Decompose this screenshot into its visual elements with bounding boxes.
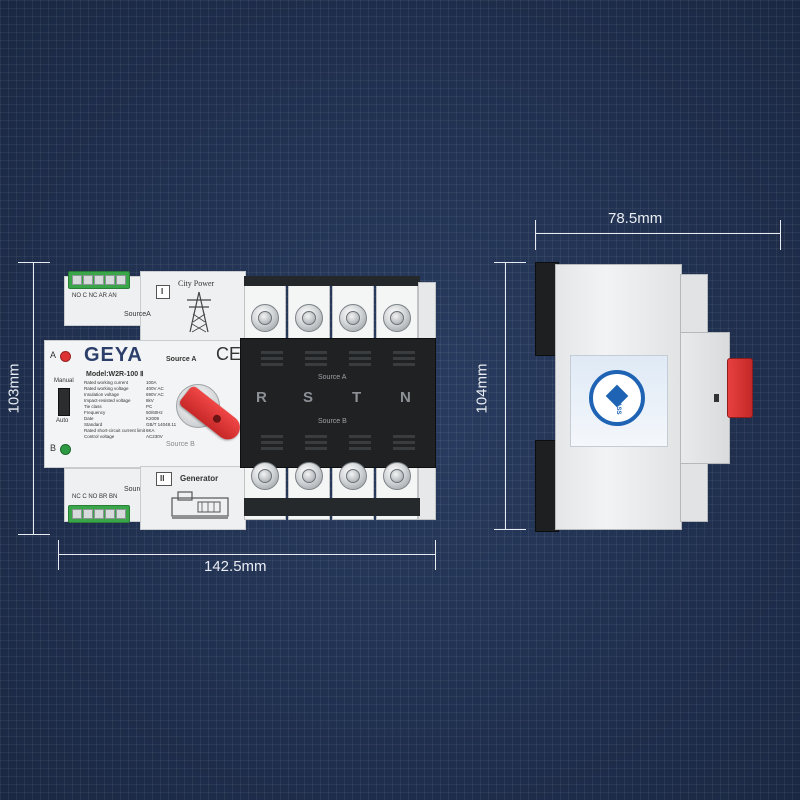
source-b-label: SourceB [124, 486, 151, 493]
terminal-cover [240, 338, 436, 468]
roman-two-box: II [156, 472, 172, 486]
side-height-label: 104mm [473, 363, 491, 414]
top-bolt-t [339, 304, 367, 332]
source-a-label: SourceA [124, 311, 151, 318]
phase-r-label: R [256, 389, 267, 406]
ce-mark: CE [216, 344, 242, 364]
phase-t-label: T [352, 389, 362, 406]
city-power-label: City Power [178, 279, 215, 288]
side-depth-label: 78.5mm [608, 210, 663, 227]
side-upper-step [680, 274, 708, 336]
bottom-bolt-t [339, 462, 367, 490]
cover-source-b-label: Source B [318, 418, 347, 425]
side-lower-step [680, 460, 708, 522]
spec-table: Rated working current Rated working volt… [84, 380, 177, 439]
generator-icon [171, 491, 229, 519]
bottom-bolt-s [295, 462, 323, 490]
indicator-b-led [60, 444, 71, 455]
bottom-terminal-block [68, 505, 130, 523]
indicator-a-led [60, 351, 71, 362]
front-height-label: 103mm [5, 363, 23, 414]
top-terminal-block [68, 271, 130, 289]
top-bolt-s [295, 304, 323, 332]
side-front-face [680, 332, 730, 464]
top-bolt-r [251, 304, 279, 332]
bottom-bolt-r [251, 462, 279, 490]
cover-source-a-label: Source A [318, 374, 347, 381]
top-terminal-labels: NO C NC AR AN [72, 293, 117, 299]
auto-label: Auto [56, 418, 69, 424]
roman-one-box: I [156, 285, 170, 299]
source-a-panel-label: Source A [166, 356, 197, 363]
bottom-black-cap [244, 498, 420, 516]
qc-pass-label: QC PASS [615, 388, 621, 415]
top-bolt-n [383, 304, 411, 332]
side-handle[interactable] [727, 358, 753, 418]
qc-pass-icon: QC PASS [589, 370, 645, 426]
mode-selector-switch[interactable] [58, 388, 70, 416]
top-black-cap [244, 276, 420, 286]
bottom-terminal-labels: NC C NO BR BN [72, 494, 118, 500]
bottom-bolt-n [383, 462, 411, 490]
phase-s-label: S [303, 389, 314, 406]
qc-sticker: QC PASS [570, 355, 668, 447]
generator-label: Generator [180, 474, 219, 483]
power-tower-icon [187, 291, 211, 333]
source-b-panel-label: Source B [166, 441, 195, 448]
front-width-label: 142.5mm [204, 558, 267, 575]
phase-n-label: N [400, 389, 411, 406]
manual-label: Manual [54, 378, 74, 384]
brand-logo: GEYA [84, 344, 143, 366]
side-vent-slot [714, 394, 719, 402]
model-label: Model:W2R-100 Ⅱ [86, 371, 144, 378]
